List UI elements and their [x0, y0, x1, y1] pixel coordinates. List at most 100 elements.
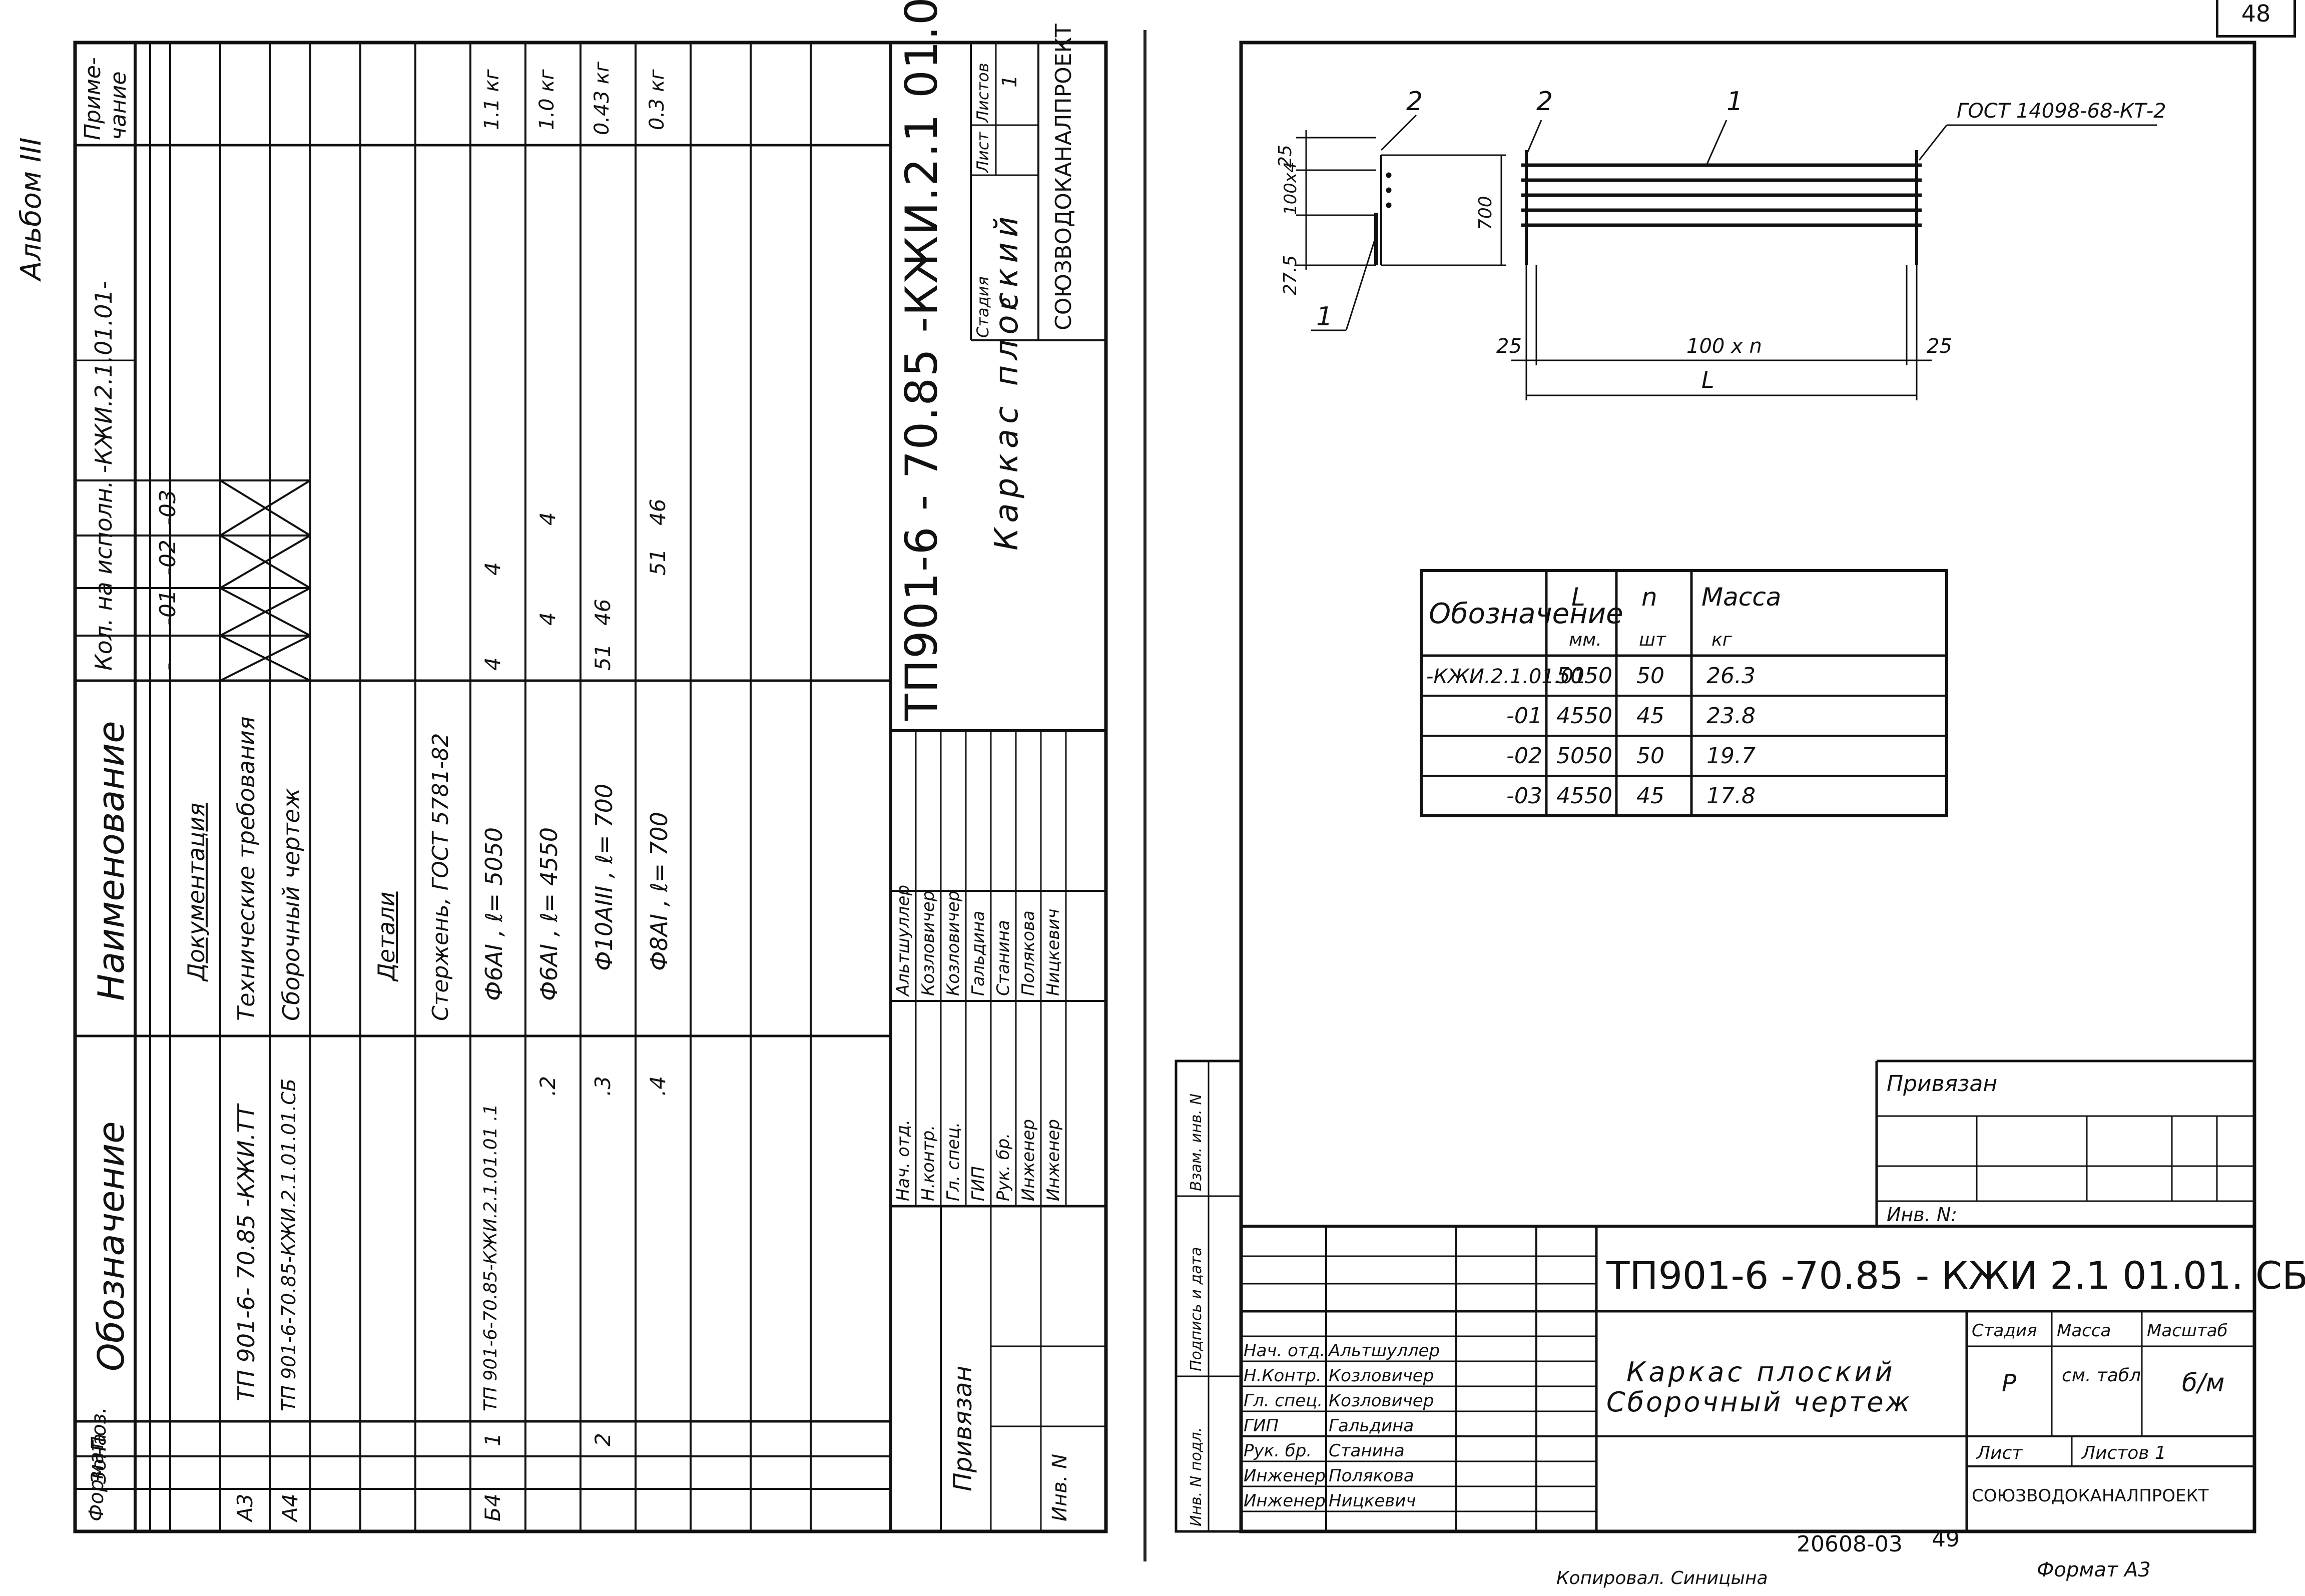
spec-cell: 45 [1636, 783, 1664, 809]
side-label: Взам. инв. N [1188, 1094, 1205, 1191]
spec-table: Обозначение L n Масса мм. шт кг -КЖИ.2.1… [1426, 583, 1781, 809]
signer-role: ГИП [1244, 1416, 1279, 1436]
signer-role: Инженер [1244, 1491, 1326, 1511]
signer-name: Станина [993, 920, 1013, 996]
dim-L: L [1701, 366, 1714, 393]
spec-cell: 26.3 [1706, 663, 1756, 689]
row-qty: 4 [535, 612, 560, 626]
footer-format: Формат А3 [2037, 1558, 2151, 1581]
sheet-divider [1143, 30, 1146, 1561]
spec-cell: 17.8 [1706, 783, 1756, 809]
page-number: 48 [2216, 0, 2296, 38]
left-sheet-frame [73, 41, 1108, 1533]
spec-cell: 5050 [1556, 663, 1612, 689]
row-name: Технические требования [233, 716, 260, 1021]
signer-role: Инженер [1244, 1466, 1326, 1486]
col-note: Приме-чание [80, 57, 131, 140]
spec-cell: 4550 [1556, 703, 1612, 729]
row-designation: .4 [646, 1076, 670, 1096]
signer-name: Ницкевич [1329, 1491, 1416, 1511]
right-bound-label: Привязан [1887, 1071, 1997, 1097]
spec-header: n [1641, 583, 1657, 612]
callout-1b: 1 [1316, 302, 1333, 332]
row-name: Детали [373, 891, 400, 981]
right-title-code: ТП901-6 -70.85 - КЖИ 2.1 01.01. СБ [1606, 1253, 2305, 1298]
spec-cell: 4550 [1556, 783, 1612, 809]
right-mass: см. табл [2062, 1365, 2141, 1386]
spec-cell: 19.7 [1706, 743, 1756, 769]
spec-unit: шт [1639, 630, 1666, 650]
spec-header: Обозначение [1429, 598, 1623, 630]
spec-header: Масса [1701, 583, 1781, 612]
row-name: Сборочный чертеж [278, 788, 305, 1021]
left-sheet-label: Лист [973, 132, 992, 173]
spec-cell: -01 [1506, 703, 1542, 729]
dim-100xn: 100 х n [1686, 335, 1762, 358]
row-name: Ф6АI , ℓ= 5050 [480, 827, 507, 1001]
qty-variant-0: - [155, 663, 181, 671]
footer-archive: 20608-03 [1797, 1531, 1903, 1557]
signer-name: Полякова [1329, 1466, 1414, 1486]
side-label: Инв. N подл. [1188, 1427, 1205, 1526]
right-scale: б/м [2182, 1368, 2224, 1397]
row-note: 1.0 кг [535, 69, 558, 130]
right-inv-label: Инв. N: [1887, 1204, 1957, 1226]
footer-copied: Копировал. Синицына [1556, 1568, 1768, 1588]
row-name: Ф8АI , ℓ= 700 [646, 812, 673, 971]
spec-cell: 45 [1636, 703, 1664, 729]
col-pos: Поз. [88, 1407, 111, 1451]
row-name: Ф6АI , ℓ= 4550 [535, 827, 562, 1001]
spec-cell: -03 [1506, 783, 1542, 809]
signer-role: Инженер [1043, 1119, 1063, 1201]
side-label: Подпись и дата [1188, 1247, 1205, 1372]
left-stage-label: Стадия [973, 276, 992, 338]
callout-2a: 2 [1406, 87, 1423, 117]
left-sheets: 1 [998, 75, 1021, 88]
row-qty: 51 [646, 549, 670, 576]
dim-275: 27.5 [1280, 255, 1301, 295]
col-name: Наименование [90, 721, 132, 1001]
right-title-line2: Сборочный чертеж [1606, 1386, 1912, 1418]
row-name: Ф10АIII , ℓ= 700 [591, 783, 618, 971]
right-sheets-label: Листов 1 [2081, 1443, 2166, 1463]
signer-role: Рук. бр. [993, 1133, 1013, 1201]
right-sheet-label: Лист [1976, 1443, 2023, 1463]
album-label: Альбом III [15, 137, 48, 281]
dim-25-right: 25 [1927, 335, 1952, 358]
row-qty: 51 [591, 644, 615, 671]
row-designation: ТП 901-6-70.85-КЖИ.2.1.01.01 .1 [480, 1104, 501, 1411]
dim-25-top: 25 [1275, 145, 1296, 168]
signer-name: Козловичер [943, 890, 963, 996]
dim-700: 700 [1475, 196, 1496, 230]
left-org: СОЮЗВОДОКАНАЛПРОЕКТ [1051, 24, 1076, 330]
signer-name: Станина [1329, 1441, 1405, 1461]
right-sheet-frame: 2 2 1 1 ГОСТ 14098-68-КТ-2 25 100х4 27.5… [1175, 41, 2305, 1588]
row-qty: 4 [535, 512, 560, 525]
gost-label: ГОСТ 14098-68-КТ-2 [1957, 100, 2166, 123]
col-qty-header: Кол. на исполн. -КЖИ.2.1.01.01- [90, 281, 117, 671]
signer-role: ГИП [968, 1166, 988, 1201]
row-designation: ТП 901-6- 70.85 -КЖИ.ТТ [233, 1105, 260, 1401]
spec-unit: кг [1711, 630, 1733, 650]
signer-name: Козловичер [1329, 1366, 1434, 1386]
right-stage: Р [2002, 1369, 2016, 1397]
qty-variant-1: -01 [155, 590, 181, 626]
row-designation: ТП 901-6-70.85-КЖИ.2.1.01.01.СБ [278, 1079, 300, 1411]
signer-name: Альтшуллер [893, 884, 913, 996]
spec-cell: -02 [1506, 743, 1542, 769]
left-title-name: Каркас плоский [988, 211, 1025, 551]
row-pos: 1 [480, 1433, 505, 1446]
spec-header: L [1571, 583, 1585, 612]
row-note: 0.3 кг [646, 69, 669, 130]
qty-variant-2: -02 [155, 540, 181, 576]
left-title-code: ТП901-6 - 70.85 -КЖИ.2.1 01.01 [896, 0, 947, 721]
signer-role: Гл. спец. [943, 1122, 963, 1201]
signer-role: Инженер [1018, 1119, 1038, 1201]
signer-name: Гальдина [968, 910, 988, 996]
signer-role: Н.контр. [918, 1125, 938, 1201]
signer-name: Козловичер [1329, 1391, 1434, 1411]
assembly-drawing [1296, 114, 2157, 400]
signer-role: Нач. отд. [1244, 1341, 1325, 1361]
callout-2b: 2 [1536, 87, 1553, 117]
row-designation: .3 [591, 1076, 615, 1096]
